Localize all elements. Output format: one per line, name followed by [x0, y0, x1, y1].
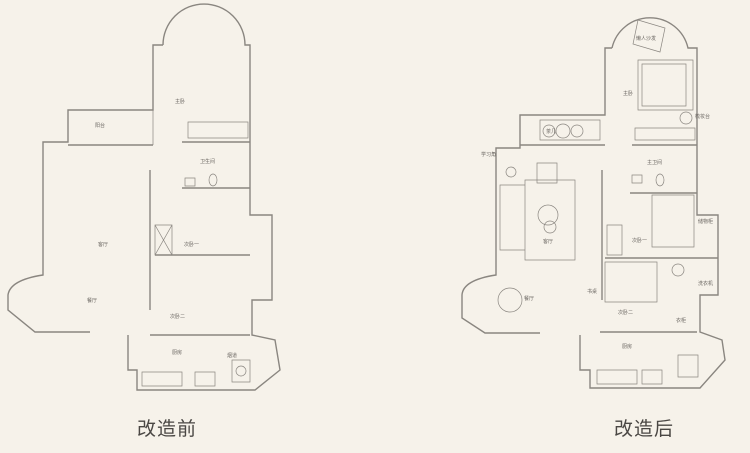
room-label-living: 客厅: [543, 238, 553, 245]
room-label-kitchen: 厨房: [622, 343, 632, 350]
plant-icon: [505, 166, 517, 178]
caption-before: 改造前: [137, 418, 198, 440]
room-label-balcony-seat: 茶几: [546, 128, 556, 135]
room-label-storage: 储物柜: [698, 218, 713, 225]
room-label-bath: 主卫间: [647, 159, 662, 166]
room-label-wardrobe: 衣柜: [676, 317, 686, 324]
plan-before: 主卧 阳台 卫生间 客厅 餐厅 次卧一 次卧二 厨房 烟道: [7, 3, 281, 391]
room-label-study-corner: 学习角: [481, 151, 496, 158]
room-label-dining: 餐厅: [87, 297, 97, 304]
room-label-laundry: 洗衣机: [698, 280, 713, 287]
room-label-living: 客厅: [98, 241, 108, 248]
room-label-vanity: 梳妆台: [695, 113, 710, 120]
room-label-flue: 烟道: [227, 352, 237, 359]
room-label-master: 主卧: [175, 98, 185, 105]
room-label-bath: 卫生间: [200, 158, 215, 165]
plan-after: 懒人沙发 主卧 梳妆台 主卫间 学习角 客厅 餐厅 次卧一 次卧二 书桌 储物柜…: [461, 17, 726, 389]
room-label-bed1: 次卧一: [632, 237, 647, 244]
room-label-sofa: 懒人沙发: [636, 35, 656, 42]
room-label-bed1: 次卧一: [184, 241, 199, 248]
room-label-bed2: 次卧二: [618, 309, 633, 316]
room-label-master: 主卧: [623, 90, 633, 97]
caption-after: 改造后: [614, 418, 675, 440]
room-label-bed2: 次卧二: [170, 313, 185, 320]
room-label-dining: 餐厅: [524, 295, 534, 302]
room-label-balcony: 阳台: [95, 122, 105, 129]
room-label-kitchen: 厨房: [172, 349, 182, 356]
room-label-desk: 书桌: [587, 288, 597, 295]
